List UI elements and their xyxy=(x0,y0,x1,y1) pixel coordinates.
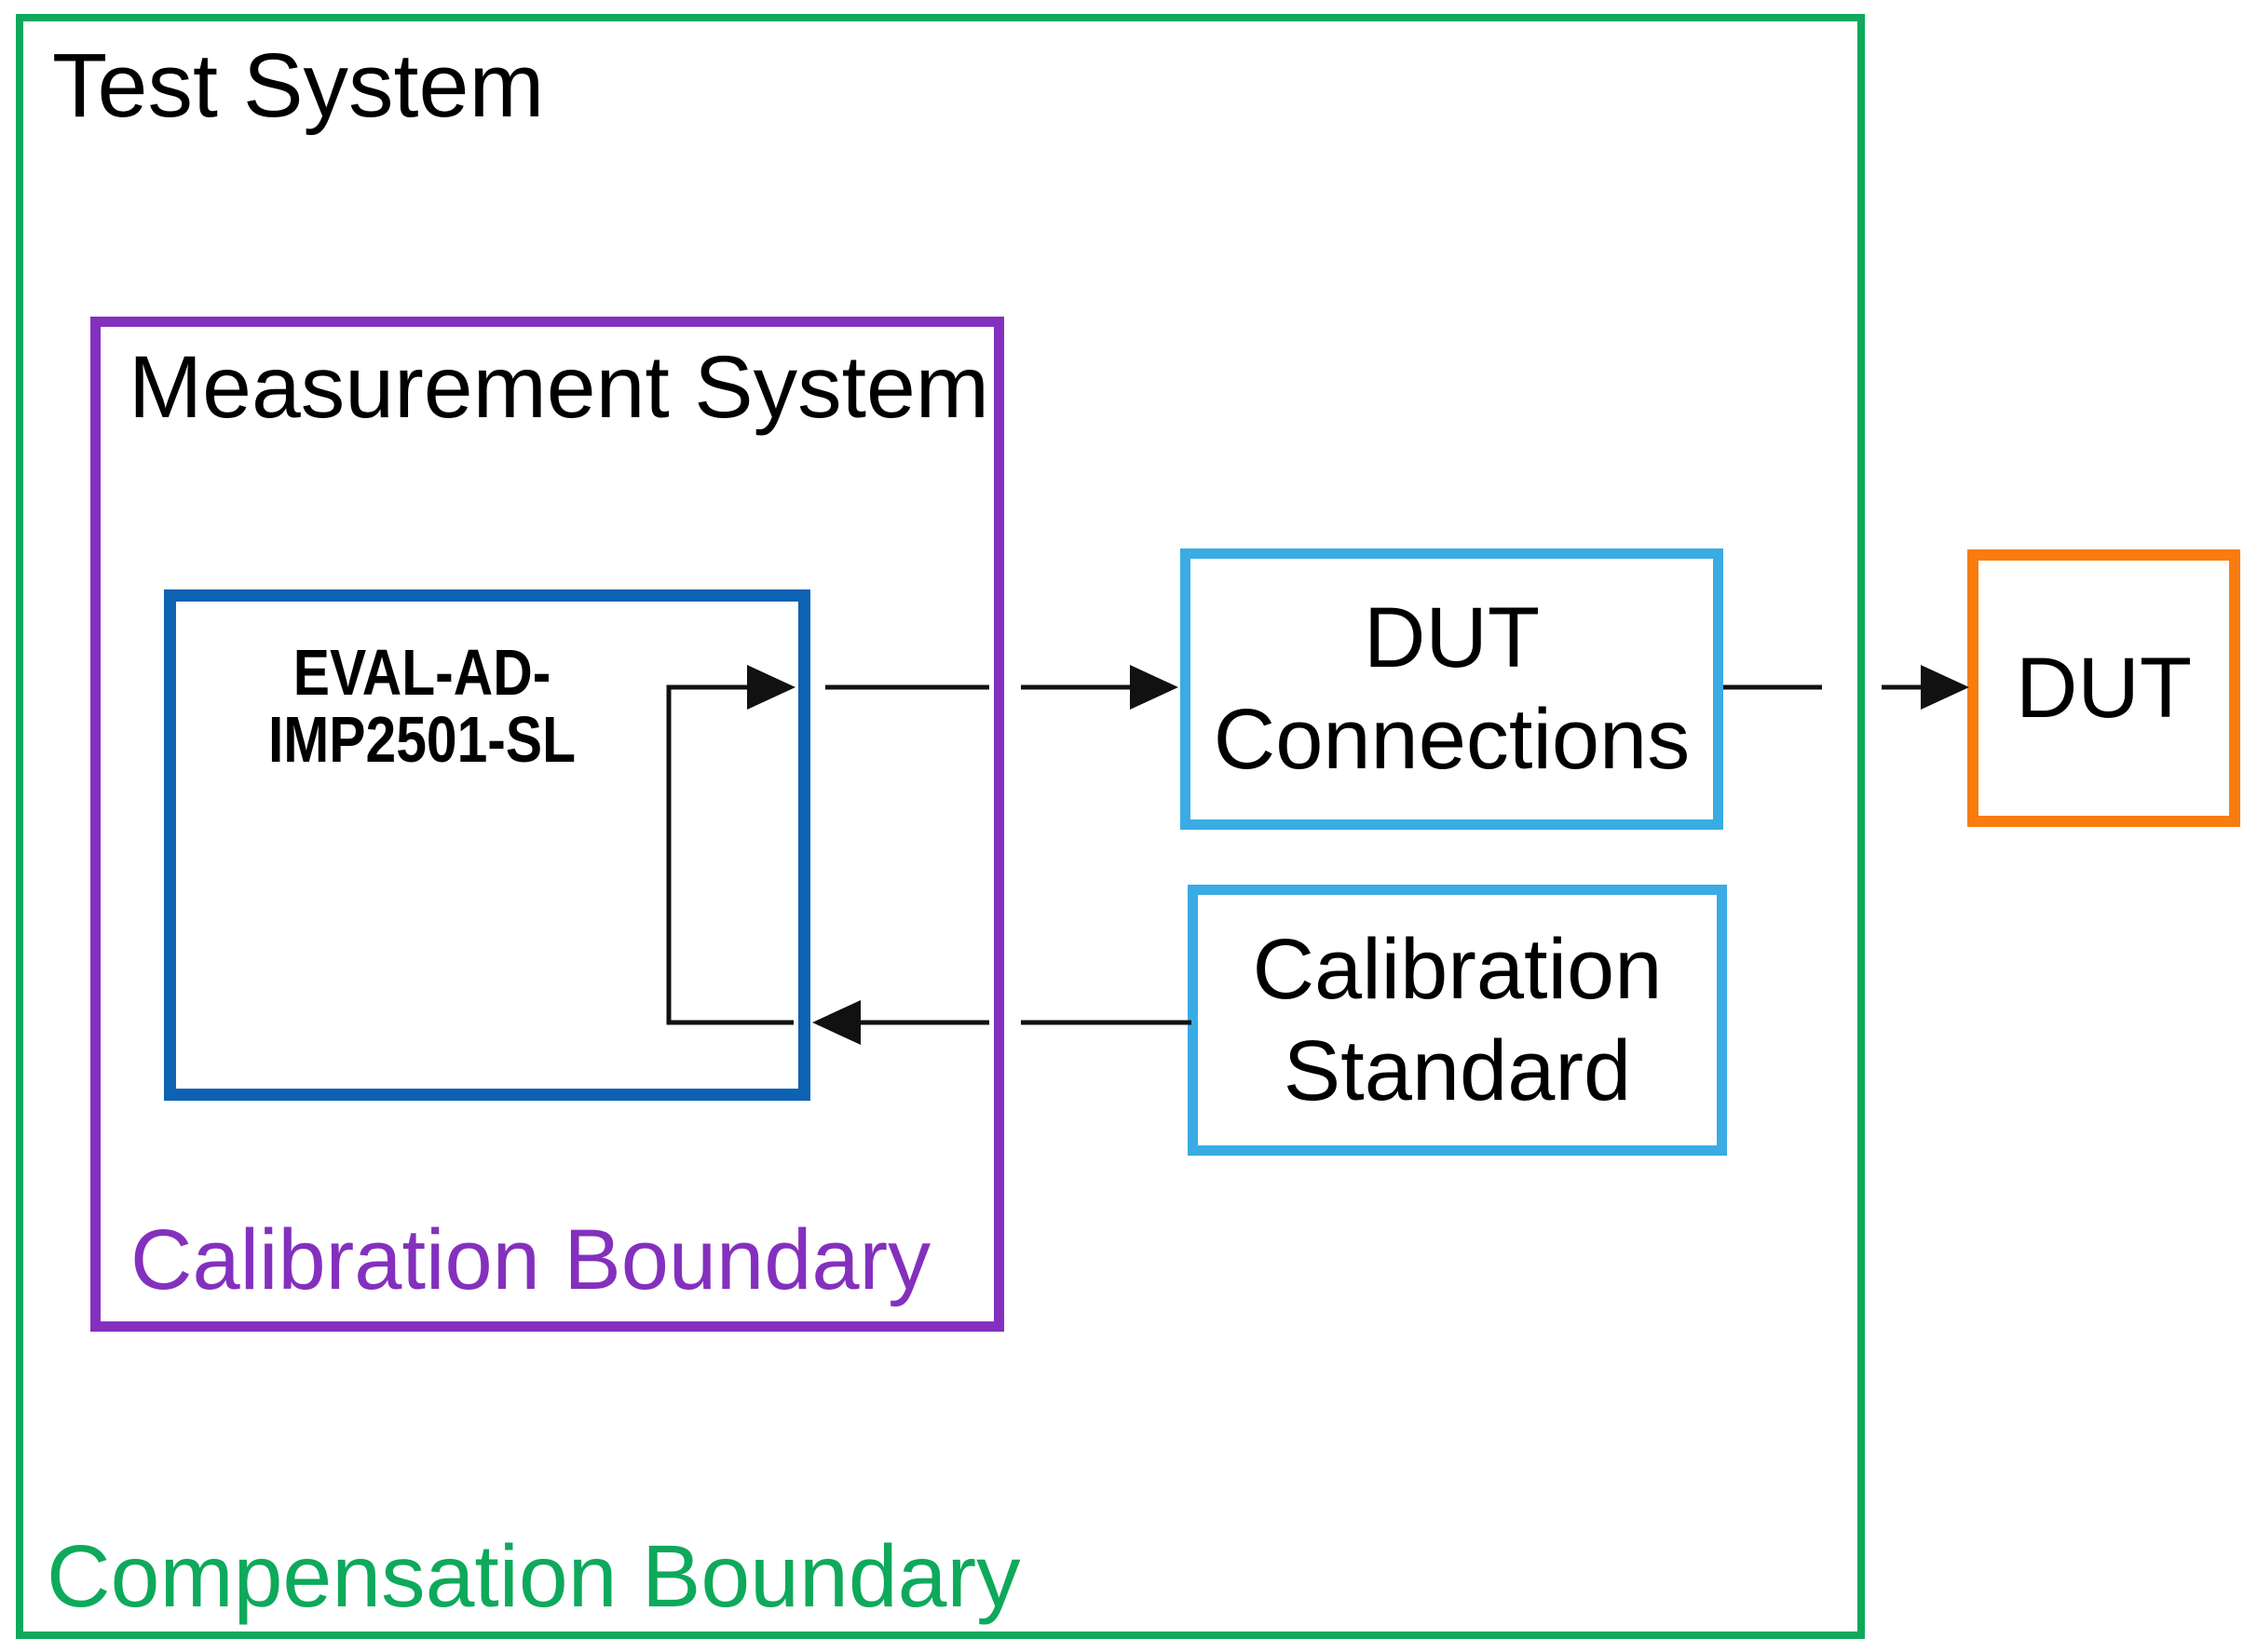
calibration-boundary-label: Calibration Boundary xyxy=(130,1212,931,1307)
measurement-system-boundary-box xyxy=(90,317,1004,1332)
test-system-boundary-box xyxy=(16,14,1865,1639)
dut-connections-label: DUT Connections xyxy=(1190,559,1713,819)
compensation-boundary-label: Compensation Boundary xyxy=(47,1527,1021,1626)
eval-board-label-line2: IMP2501-SL xyxy=(267,703,577,776)
dut-box: DUT xyxy=(1967,549,2240,827)
measurement-system-label: Measurement System xyxy=(129,338,989,437)
dut-label: DUT xyxy=(2015,640,2193,736)
test-system-label: Test System xyxy=(52,34,545,136)
calibration-standard-label-line1: Calibration xyxy=(1252,921,1663,1017)
eval-board-label: EVAL-AD- IMP2501-SL xyxy=(226,639,618,773)
calibration-standard-label-line2: Standard xyxy=(1283,1022,1632,1118)
dut-connections-label-line2: Connections xyxy=(1213,692,1691,787)
dut-connections-label-line1: DUT xyxy=(1363,590,1541,685)
calibration-standard-box: Calibration Standard xyxy=(1188,885,1727,1156)
eval-board-label-line1: EVAL-AD- xyxy=(292,636,551,709)
eval-board-box xyxy=(164,589,810,1101)
dut-connections-box: DUT Connections xyxy=(1180,548,1723,830)
calibration-standard-label: Calibration Standard xyxy=(1198,895,1717,1145)
